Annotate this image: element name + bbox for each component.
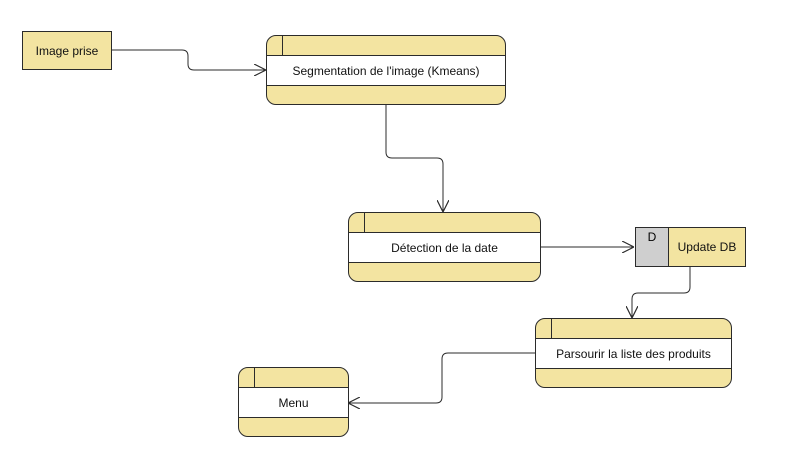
process-header	[349, 213, 540, 233]
flow-store-to-parcours	[632, 267, 691, 317]
entity-label: Image prise	[35, 43, 99, 58]
process-body: Menu	[239, 388, 348, 418]
process-id-cell	[239, 368, 255, 387]
process-body: Parsourir la liste des produits	[536, 339, 731, 369]
process-label: Segmentation de l'image (Kmeans)	[292, 63, 480, 78]
store-label: Update DB	[677, 240, 737, 254]
store-id: D	[636, 228, 669, 266]
data-store-update-db[interactable]: D Update DB	[635, 227, 746, 267]
process-header	[267, 36, 505, 56]
process-parcours[interactable]: Parsourir la liste des produits	[535, 318, 732, 388]
process-id-cell	[267, 36, 283, 55]
flow-image-to-segmentation	[112, 49, 265, 70]
process-header	[239, 368, 348, 388]
process-detection[interactable]: Détection de la date	[348, 212, 541, 282]
process-label: Détection de la date	[391, 240, 498, 255]
external-entity-image-prise[interactable]: Image prise	[22, 31, 112, 70]
flow-parcours-to-menu	[349, 352, 535, 403]
process-segmentation[interactable]: Segmentation de l'image (Kmeans)	[266, 35, 506, 105]
process-label: Parsourir la liste des produits	[556, 346, 711, 361]
process-id-cell	[536, 319, 552, 338]
process-label: Menu	[278, 395, 309, 410]
process-menu[interactable]: Menu	[238, 367, 349, 437]
flow-segmentation-to-detection	[385, 105, 443, 211]
process-id-cell	[349, 213, 365, 232]
process-header	[536, 319, 731, 339]
process-body: Détection de la date	[349, 233, 540, 263]
process-body: Segmentation de l'image (Kmeans)	[267, 56, 505, 86]
